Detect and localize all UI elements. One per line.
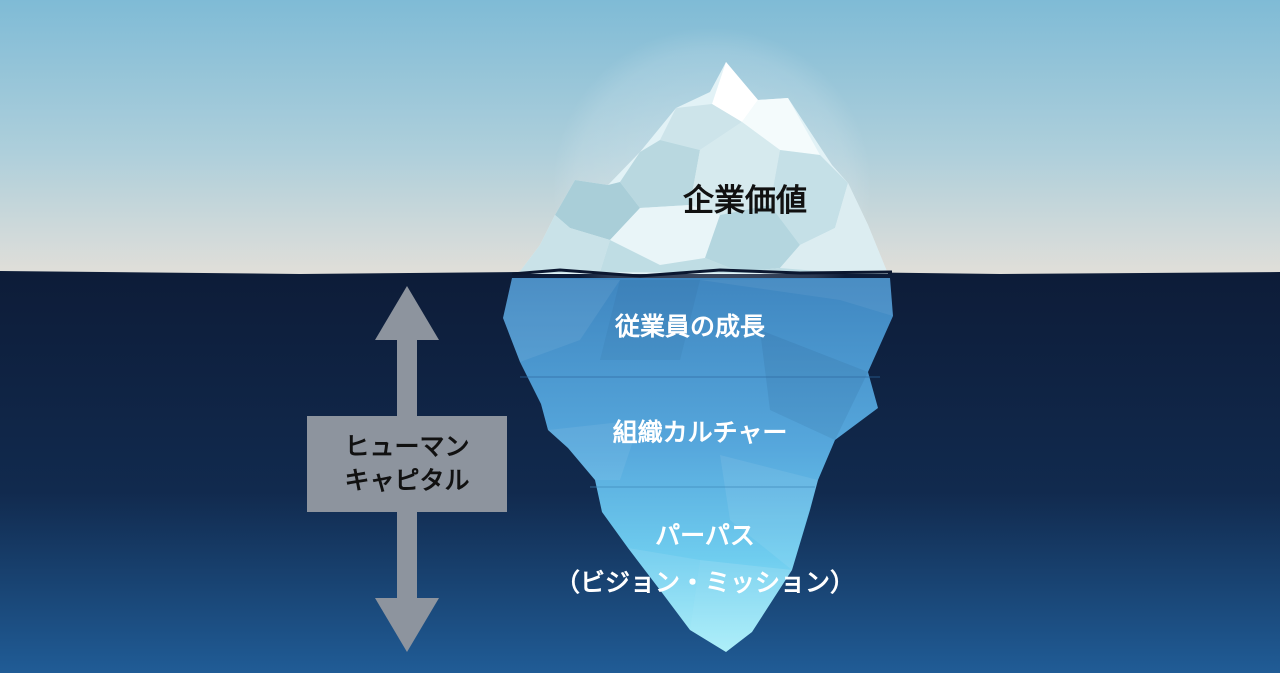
enterprise-value-label: 企業価値: [683, 183, 807, 219]
human-capital-box: ヒューマン キャピタル: [307, 416, 507, 512]
purpose-label: パーパス: [655, 521, 755, 550]
iceberg-underwater: [503, 278, 893, 652]
iceberg-waterline: [511, 268, 893, 278]
vision-mission-label: （ビジョン・ミッション）: [554, 568, 855, 597]
human-capital-label-line1: ヒューマン: [344, 432, 470, 462]
iceberg-tip: [518, 62, 888, 274]
employee-growth-label: 従業員の成長: [614, 312, 765, 341]
organizational-culture-label: 組織カルチャー: [612, 418, 788, 447]
human-capital-label-line2: キャピタル: [344, 466, 470, 495]
